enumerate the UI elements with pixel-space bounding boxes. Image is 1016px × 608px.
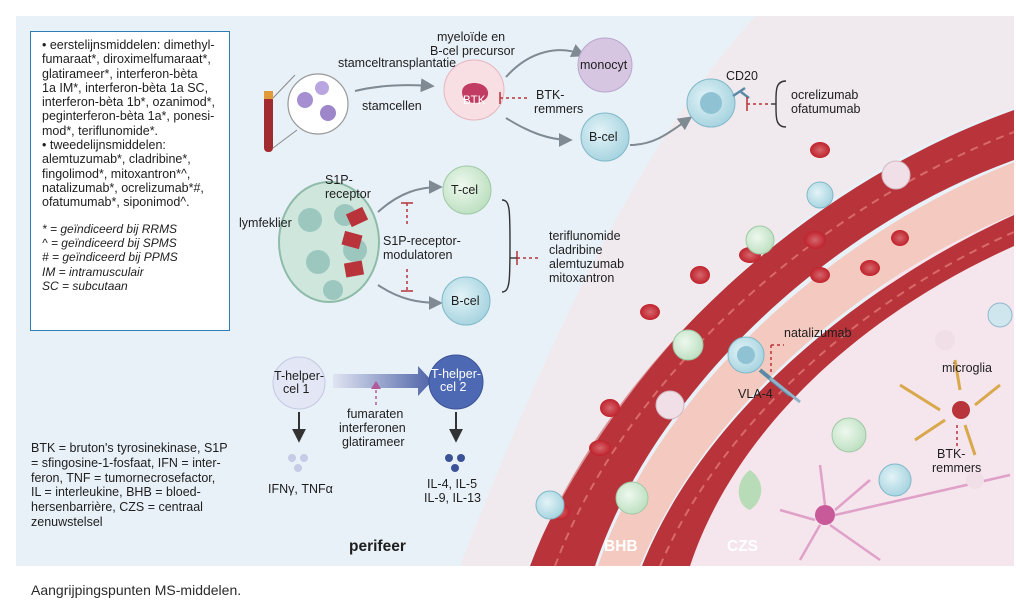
label-th1-2: cel 1 (283, 382, 309, 396)
legend-line: ofatumumab*, siponimod^. (42, 195, 190, 210)
abbreviation-line: zenuwstelsel (31, 514, 103, 529)
label-btk-remmers2-2: remmers (932, 461, 981, 475)
abbreviation-line: IL = interleukine, BHB = bloed- (31, 485, 201, 500)
cd20-bcell (686, 78, 750, 128)
label-ifn-tnf: IFNγ, TNFα (268, 482, 333, 496)
vla4-cell (727, 336, 801, 404)
footnote-line: # = geïndiceerd bij PPMS (42, 250, 178, 265)
footnote-line: * = geïndiceerd bij RRMS (42, 221, 178, 236)
lumen-cells (535, 160, 911, 520)
label-s1p-receptor-1: S1P- (325, 173, 353, 187)
label-perifeer: perifeer (349, 538, 406, 555)
footnotes: * = geïndiceerd bij RRMS^ = geïndiceerd … (42, 222, 223, 294)
footnote-line: IM = intramusculair (42, 264, 144, 279)
label-btk-remmers-1: BTK- (536, 88, 564, 102)
legend-line: fumaraat*, diroximelfumaraat*, (42, 52, 211, 67)
label-btk: BTK (463, 95, 486, 107)
blood-tube (264, 91, 273, 152)
label-cd20: CD20 (726, 69, 758, 83)
fumaraten-arrow (371, 381, 381, 405)
label-s1p-mod-2: modulatoren (383, 248, 453, 262)
abbreviation-line: feron, TNF = tumornecrosefactor, (31, 470, 216, 485)
label-czs: CZS (727, 538, 758, 555)
label-interferonen: interferonen (339, 421, 406, 435)
label-th2-1: T-helper- (431, 367, 481, 381)
legend-line: glatirameer*, interferon-bèta (42, 66, 198, 81)
monocyte-cell (577, 37, 633, 93)
precursor-cell (443, 59, 505, 121)
legend-line: 1a IM*, interferon-bèta 1a SC, (42, 80, 209, 95)
brain-tissue (690, 200, 1014, 566)
drug-legend-box: • eerstelijnsmiddelen: dimethyl-fumaraat… (30, 31, 230, 331)
first-line-drugs: • eerstelijnsmiddelen: dimethyl-fumaraat… (42, 38, 223, 138)
label-bhb: BHB (604, 538, 638, 555)
th1-cell (272, 356, 326, 410)
legend-line: interferon-bèta 1b*, ozanimod*, (42, 95, 216, 110)
cns-cells (738, 302, 1013, 562)
vessel-wall (530, 110, 1015, 567)
label-tcel: T-cel (451, 183, 478, 197)
label-natalizumab: natalizumab (784, 326, 851, 340)
legend-line: alemtuzumab*, cladribine*, (42, 152, 191, 167)
label-glatirameer: glatirameer (342, 435, 405, 449)
blood-lumen (460, 16, 1014, 566)
figure-caption: Aangrijpingspunten MS-middelen. (31, 582, 242, 598)
inhibitor-lines-lymph (401, 199, 540, 293)
abbreviation-line: hersenbarrière, CZS = centraal (31, 500, 203, 515)
arrows-lymph (377, 180, 443, 310)
inhibitor-lines-top (499, 80, 787, 128)
label-btk-remmers-2: remmers (534, 102, 583, 116)
red-blood-cells (550, 142, 909, 520)
legend-line: fingolimod*, mitoxantron*^, (42, 166, 191, 181)
lymph-node (278, 181, 380, 303)
bcell-top (580, 112, 630, 162)
cytokine-arrows (292, 412, 463, 443)
label-th1-1: T-helper- (274, 369, 324, 383)
stem-cell-magnifier (272, 73, 349, 149)
label-stamceltransplantatie: stamceltransplantatie (338, 56, 456, 70)
cytokine-dots-th1 (288, 454, 308, 472)
label-btk-remmers2-1: BTK- (937, 447, 965, 461)
footnote-line: SC = subcutaan (42, 279, 128, 294)
tcell-lymph (442, 165, 492, 215)
label-microglia: microglia (942, 361, 992, 375)
abbreviation-line: BTK = bruton's tyrosinekinase, S1P (31, 441, 228, 455)
legend-line: • tweedelijnsmiddelen: (42, 138, 166, 153)
label-drug-1: teriflunomide (549, 229, 621, 243)
label-drug-3: alemtuzumab (549, 257, 624, 271)
label-s1p-receptor-2: receptor (325, 187, 371, 201)
label-ofatumumab: ofatumumab (791, 102, 861, 116)
label-fumaraten: fumaraten (347, 407, 403, 421)
label-il-1: IL-4, IL-5 (427, 477, 477, 491)
label-bcel-top: B-cel (589, 130, 617, 144)
footnote-line: ^ = geïndiceerd bij SPMS (42, 235, 177, 250)
legend-line: • eerstelijnsmiddelen: dimethyl- (42, 38, 215, 52)
bcell-lymph (441, 276, 491, 326)
second-line-drugs: • tweedelijnsmiddelen:alemtuzumab*, clad… (42, 138, 223, 209)
label-ocrelizumab: ocrelizumab (791, 88, 858, 102)
label-monocyt: monocyt (580, 58, 628, 72)
arrows-top (354, 44, 693, 147)
cytokine-dots-th2 (445, 454, 465, 472)
label-precursor-2: B-cel precursor (430, 44, 515, 58)
legend-line: mod*, teriflunomide*. (42, 123, 159, 138)
label-th2-2: cel 2 (440, 380, 466, 394)
legend-line: peginterferon-bèta 1a*, ponesi- (42, 109, 215, 124)
label-drug-4: mitoxantron (549, 271, 614, 285)
label-stamcellen: stamcellen (362, 99, 422, 113)
abbreviation-line: = sfingosine-1-fosfaat, IFN = inter- (31, 455, 221, 470)
label-lymfeklier: lymfeklier (239, 216, 292, 230)
abbreviations: BTK = bruton's tyrosinekinase, S1P= sfin… (31, 441, 246, 530)
th-arrow (333, 366, 432, 396)
th2-cell (428, 354, 484, 410)
legend-line: natalizumab*, ocrelizumab*#, (42, 180, 204, 195)
label-drug-2: cladribine (549, 243, 603, 257)
label-il-2: IL-9, IL-13 (424, 491, 481, 505)
label-vla4: VLA-4 (738, 387, 773, 401)
label-bcel-lymph: B-cel (451, 294, 479, 308)
label-s1p-mod-1: S1P-receptor- (383, 234, 461, 248)
label-precursor-1: myeloïde en (437, 30, 505, 44)
